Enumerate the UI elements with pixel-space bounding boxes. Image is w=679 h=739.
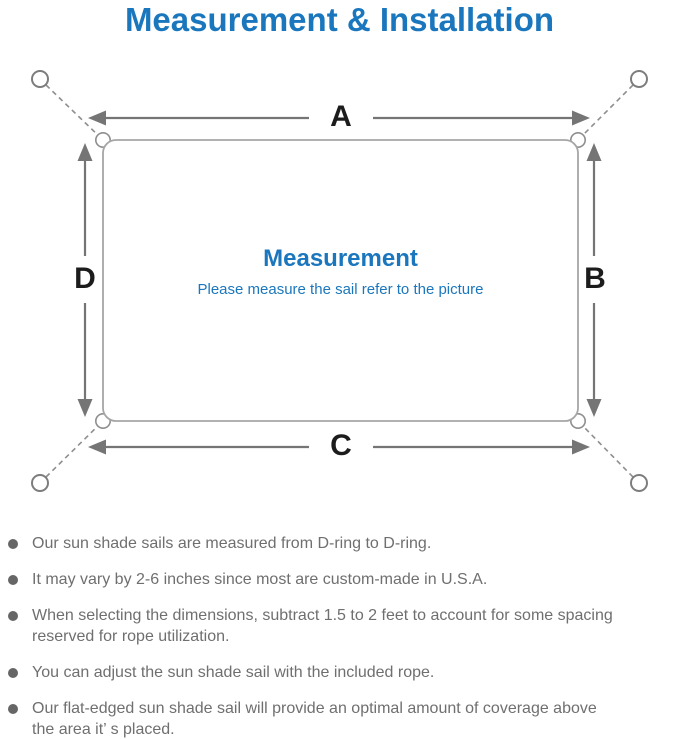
measure-arrow-a — [88, 110, 590, 126]
arrow-c-left-head — [88, 439, 106, 455]
list-item: It may vary by 2-6 inches since most are… — [0, 569, 679, 590]
measurement-subheading: Please measure the sail refer to the pic… — [197, 281, 484, 298]
list-item: You can adjust the sun shade sail with t… — [0, 662, 679, 683]
arrow-a-left-head — [88, 110, 106, 126]
instruction-notes-list: Our sun shade sails are measured from D-… — [0, 533, 679, 739]
dimension-label-b: B — [584, 262, 606, 295]
dimension-label-d: D — [74, 262, 96, 295]
diagram-center-text: Measurement Please measure the sail refe… — [103, 245, 578, 298]
arrow-a-right-head — [572, 110, 590, 126]
bullet-dot — [8, 611, 18, 621]
note-text: You can adjust the sun shade sail with t… — [32, 664, 435, 681]
bullet-dot — [8, 575, 18, 585]
rope-dashed-lines — [45, 84, 634, 478]
diagram-canvas — [31, 70, 648, 492]
rope-line-bottom-right — [577, 420, 634, 478]
dimension-label-c: C — [330, 429, 352, 462]
note-text: When selecting the dimensions, subtract … — [32, 607, 613, 645]
list-item: Our sun shade sails are measured from D-… — [0, 533, 679, 554]
measure-arrow-d — [77, 143, 93, 417]
arrow-c-right-head — [572, 439, 590, 455]
measure-arrow-c — [88, 439, 590, 455]
anchor-ring-top-right — [630, 70, 648, 88]
anchor-ring-bottom-left — [31, 474, 49, 492]
arrow-b-up-head — [586, 143, 602, 161]
anchor-ring-bottom-right — [630, 474, 648, 492]
rope-line-bottom-left — [45, 420, 104, 478]
bullet-dot — [8, 539, 18, 549]
dimension-label-a: A — [330, 100, 352, 133]
bullet-dot — [8, 704, 18, 714]
bullet-dot — [8, 668, 18, 678]
sail-outline — [102, 139, 579, 422]
measure-arrow-b — [586, 143, 602, 417]
anchor-ring-top-left — [31, 70, 49, 88]
anchor-rings — [31, 70, 648, 492]
rope-line-top-right — [577, 84, 634, 141]
arrow-d-up-head — [77, 143, 93, 161]
arrow-b-down-head — [586, 399, 602, 417]
sail-measurement-diagram: A B C D Measurement Please measure the s… — [0, 60, 679, 520]
note-text: Our flat-edged sun shade sail will provi… — [32, 700, 597, 738]
note-text: It may vary by 2-6 inches since most are… — [32, 571, 488, 588]
page-title: Measurement & Installation — [124, 1, 555, 38]
rope-line-top-left — [45, 84, 104, 141]
list-item: Our flat-edged sun shade sail will provi… — [0, 698, 679, 739]
arrow-d-down-head — [77, 399, 93, 417]
note-text: Our sun shade sails are measured from D-… — [32, 535, 432, 552]
measurement-heading: Measurement — [263, 245, 418, 272]
list-item: When selecting the dimensions, subtract … — [0, 605, 679, 647]
